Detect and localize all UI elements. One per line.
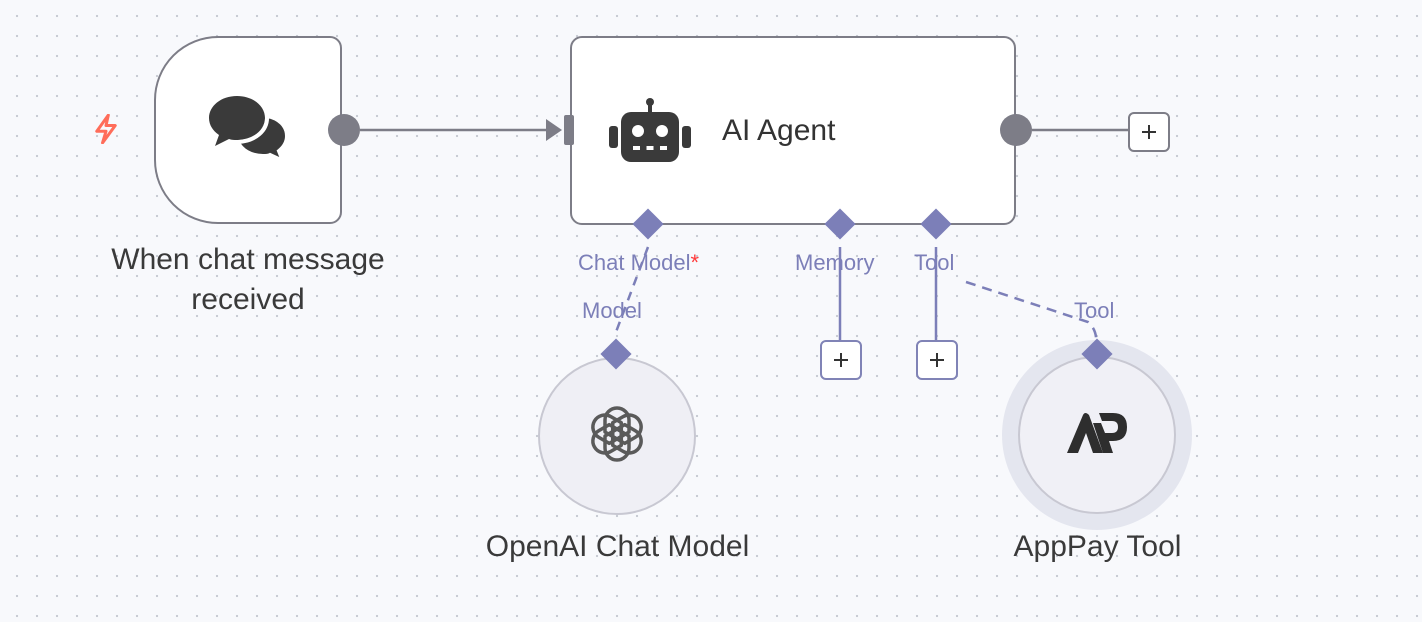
agent-output-port[interactable] bbox=[1000, 114, 1032, 146]
trigger-lightning-icon bbox=[92, 113, 120, 149]
add-memory-button[interactable] bbox=[820, 340, 862, 380]
connection-apppay-to-tool[interactable] bbox=[965, 280, 1098, 343]
add-tool-button[interactable] bbox=[916, 340, 958, 380]
chat-model-port-label: Chat Model* bbox=[578, 250, 700, 275]
add-node-button[interactable] bbox=[1128, 112, 1170, 152]
connection-arrowhead bbox=[546, 119, 562, 141]
node-openai-chat-model[interactable] bbox=[538, 357, 696, 515]
model-port-label: Model bbox=[582, 298, 642, 323]
plus-icon bbox=[1140, 123, 1158, 141]
plus-icon bbox=[928, 351, 946, 369]
node-ai-agent[interactable]: AI Agent bbox=[570, 36, 1016, 225]
trigger-node-label: When chat message received bbox=[111, 243, 385, 316]
chat-bubbles-icon bbox=[207, 94, 290, 167]
plus-icon bbox=[832, 351, 850, 369]
openai-icon bbox=[585, 402, 649, 471]
node-apppay-tool[interactable] bbox=[1018, 356, 1176, 514]
required-marker: * bbox=[690, 250, 700, 275]
robot-icon bbox=[609, 98, 691, 169]
apppay-node-label: AppPay Tool bbox=[1013, 530, 1182, 563]
node-when-chat-message-received[interactable] bbox=[154, 36, 342, 224]
trigger-output-port[interactable] bbox=[328, 114, 360, 146]
agent-input-port[interactable] bbox=[564, 115, 574, 145]
tool-port-label: Tool bbox=[914, 250, 955, 275]
apppay-logo-icon bbox=[1065, 411, 1129, 460]
memory-port-label: Memory bbox=[795, 250, 875, 275]
node-title: AI Agent bbox=[722, 114, 836, 147]
tool-connection-label: Tool bbox=[1074, 298, 1115, 323]
openai-node-label: OpenAI Chat Model bbox=[485, 530, 750, 563]
